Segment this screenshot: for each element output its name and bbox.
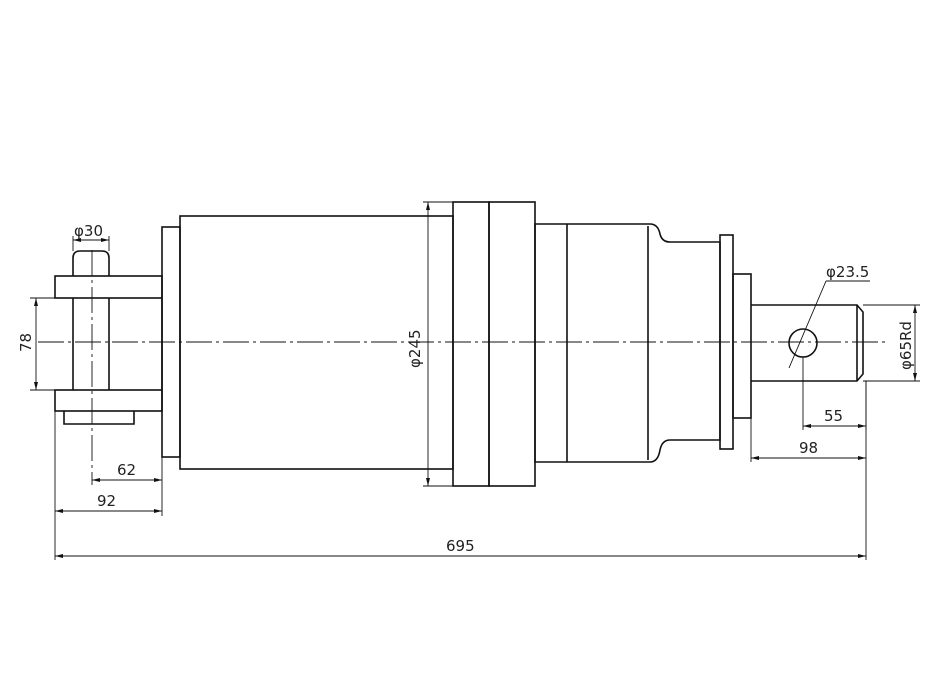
clevis-upper-plate [54,275,163,299]
dim-total-length-text: 695 [446,537,475,555]
dim-thread-diameter: φ65Rd [863,304,920,382]
pin-nut [63,411,135,425]
dim-body-diameter-text: φ245 [406,329,424,368]
gear-housing [534,223,721,463]
output-shaft [751,304,864,382]
dim-pin-diameter-text: φ30 [74,222,103,240]
shaft-hole [788,328,818,358]
dim-98-text: 98 [799,439,818,457]
output-flange [732,273,752,419]
pin-head [72,250,110,276]
clevis-lower-plate [54,389,163,412]
dim-body-diameter: φ245 [406,201,453,487]
dim-clevis-height: 78 [17,297,55,391]
dim-62: 62 [92,411,163,484]
dim-55-text: 55 [824,407,843,425]
dim-thread-diameter-text: φ65Rd [897,321,915,370]
dim-92-text: 92 [97,492,116,510]
flange-left [452,201,490,487]
dim-62-text: 62 [117,461,136,479]
clevis-assembly [54,250,163,425]
dim-98: 98 [750,418,866,462]
dim-55: 55 [802,357,867,430]
dim-hole-diameter: φ23.5 [788,263,870,369]
dim-hole-diameter-text: φ23.5 [826,263,869,281]
dim-clevis-height-text: 78 [17,333,35,352]
dim-pin-diameter: φ30 [72,222,110,251]
flange-right [488,201,536,487]
cylinder-body [161,201,864,487]
dim-total-length: 695 [55,381,867,560]
dim-92: 92 [54,411,163,560]
